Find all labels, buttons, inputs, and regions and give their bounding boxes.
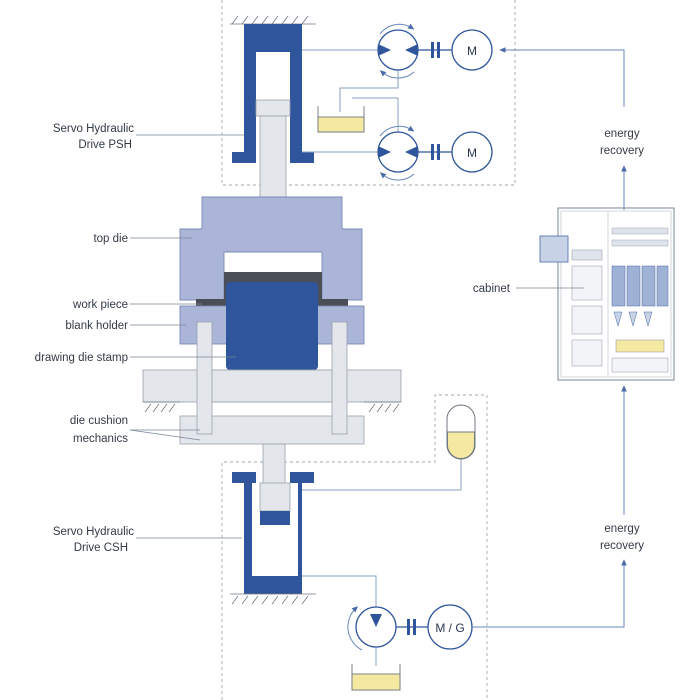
top-die (179, 196, 363, 301)
pump-icon (377, 125, 419, 181)
label-energy-recovery-bottom-line2: recovery (600, 540, 644, 552)
energy-recovery-flow-top (499, 47, 627, 210)
label-csh-line1: Servo Hydraulic (53, 526, 134, 538)
label-blank-holder: blank holder (65, 320, 128, 332)
label-drawing-die-stamp: drawing die stamp (35, 352, 128, 364)
motor-icon: M (451, 131, 493, 173)
label-die-cushion-line2: mechanics (73, 433, 128, 445)
label-leaders (129, 134, 584, 539)
top-motor-1-label: M (467, 44, 477, 58)
pump-icon (377, 23, 419, 79)
oil-tank-icon (351, 664, 401, 691)
motor-generator-icon: M / G (427, 604, 473, 650)
label-cabinet: cabinet (473, 283, 511, 295)
motor-generator-label: M / G (435, 621, 464, 635)
die-cushion-mechanics (179, 321, 365, 445)
label-die-cushion-line1: die cushion (70, 415, 128, 427)
csh-drive-boundary (221, 394, 488, 700)
psh-drive-boundary (221, 0, 516, 186)
label-csh-line2: Drive CSH (74, 542, 128, 554)
label-energy-recovery-top-line2: recovery (600, 145, 644, 157)
top-motor-2-label: M (467, 146, 477, 160)
drawing-die-stamp (226, 282, 318, 370)
cabinet-icon (539, 207, 675, 381)
label-psh-line2: Drive PSH (78, 139, 132, 151)
label-work-piece: work piece (72, 299, 128, 311)
label-energy-recovery-bottom-line1: energy (604, 523, 639, 535)
csh-cylinder (230, 443, 316, 605)
psh-hydraulic-lines (302, 49, 399, 153)
label-top-die: top die (93, 233, 128, 245)
label-psh-line1: Servo Hydraulic (53, 123, 134, 135)
csh-hydraulic-lines (302, 458, 462, 666)
coupling-icon (418, 144, 452, 160)
energy-recovery-flow-bottom (472, 385, 627, 628)
label-energy-recovery-top-line1: energy (604, 128, 639, 140)
motor-icon: M (451, 29, 493, 71)
oil-tank-icon (317, 106, 365, 133)
coupling-icon (396, 619, 428, 635)
accumulator-icon (446, 404, 476, 460)
pump-icon (347, 606, 397, 651)
psh-cylinder (230, 15, 316, 199)
coupling-icon (418, 42, 452, 58)
